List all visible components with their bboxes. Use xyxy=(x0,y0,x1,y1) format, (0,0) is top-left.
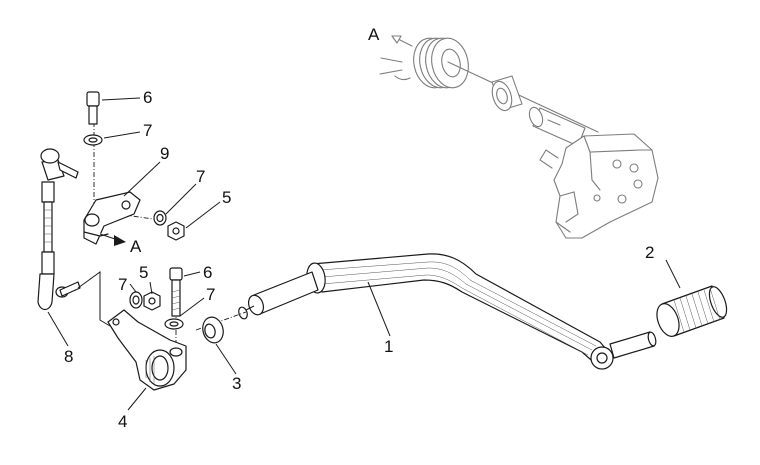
view-ref-a-left: A xyxy=(130,237,142,256)
detail-axis xyxy=(447,61,599,133)
gear-lever xyxy=(306,253,614,370)
callout-9: 9 xyxy=(160,144,169,163)
spring-wire-ends xyxy=(379,57,403,75)
callout-6-upper: 6 xyxy=(143,88,152,107)
view-ref-a-top: A xyxy=(368,25,380,44)
linkage-rod xyxy=(37,148,111,327)
return-spring xyxy=(413,37,469,89)
leader-lines xyxy=(47,97,681,411)
callout-7-upper: 7 xyxy=(143,121,152,140)
axis-line-nut xyxy=(103,211,161,221)
lower-washers xyxy=(129,291,184,330)
detail-bushing xyxy=(491,75,523,112)
linkage-bracket xyxy=(83,191,141,245)
detail-shaft xyxy=(528,106,586,147)
lower-nut xyxy=(143,291,161,311)
upper-bolt xyxy=(86,91,100,125)
callout-6-lower: 6 xyxy=(203,263,212,282)
callout-5-upper: 5 xyxy=(222,188,231,207)
view-arrow-left xyxy=(99,233,126,246)
callout-7-lower-right: 7 xyxy=(206,285,215,304)
callout-7-lower-left: 7 xyxy=(118,275,127,294)
axis-line-lever xyxy=(195,311,247,331)
footpeg-pin xyxy=(609,331,657,359)
selector-lever xyxy=(107,309,187,391)
lower-bolt xyxy=(169,267,183,317)
callout-7-right: 7 xyxy=(196,167,205,186)
right-washer xyxy=(153,210,167,226)
callout-2: 2 xyxy=(645,243,654,262)
upper-washer xyxy=(83,134,103,146)
callout-8: 8 xyxy=(64,347,73,366)
callout-4: 4 xyxy=(118,412,127,431)
callout-3: 3 xyxy=(232,374,241,393)
washer-3 xyxy=(202,316,224,344)
lever-pivot-shaft xyxy=(238,271,319,320)
detail-view-a xyxy=(379,35,659,239)
spring-wire-hook xyxy=(394,75,411,81)
callout-1: 1 xyxy=(384,337,393,356)
rubber-grip xyxy=(656,285,728,337)
callout-5-lower: 5 xyxy=(139,263,148,282)
detail-arrow-head xyxy=(391,35,402,44)
right-nut xyxy=(167,221,185,241)
gear-selector-housing xyxy=(539,133,659,239)
